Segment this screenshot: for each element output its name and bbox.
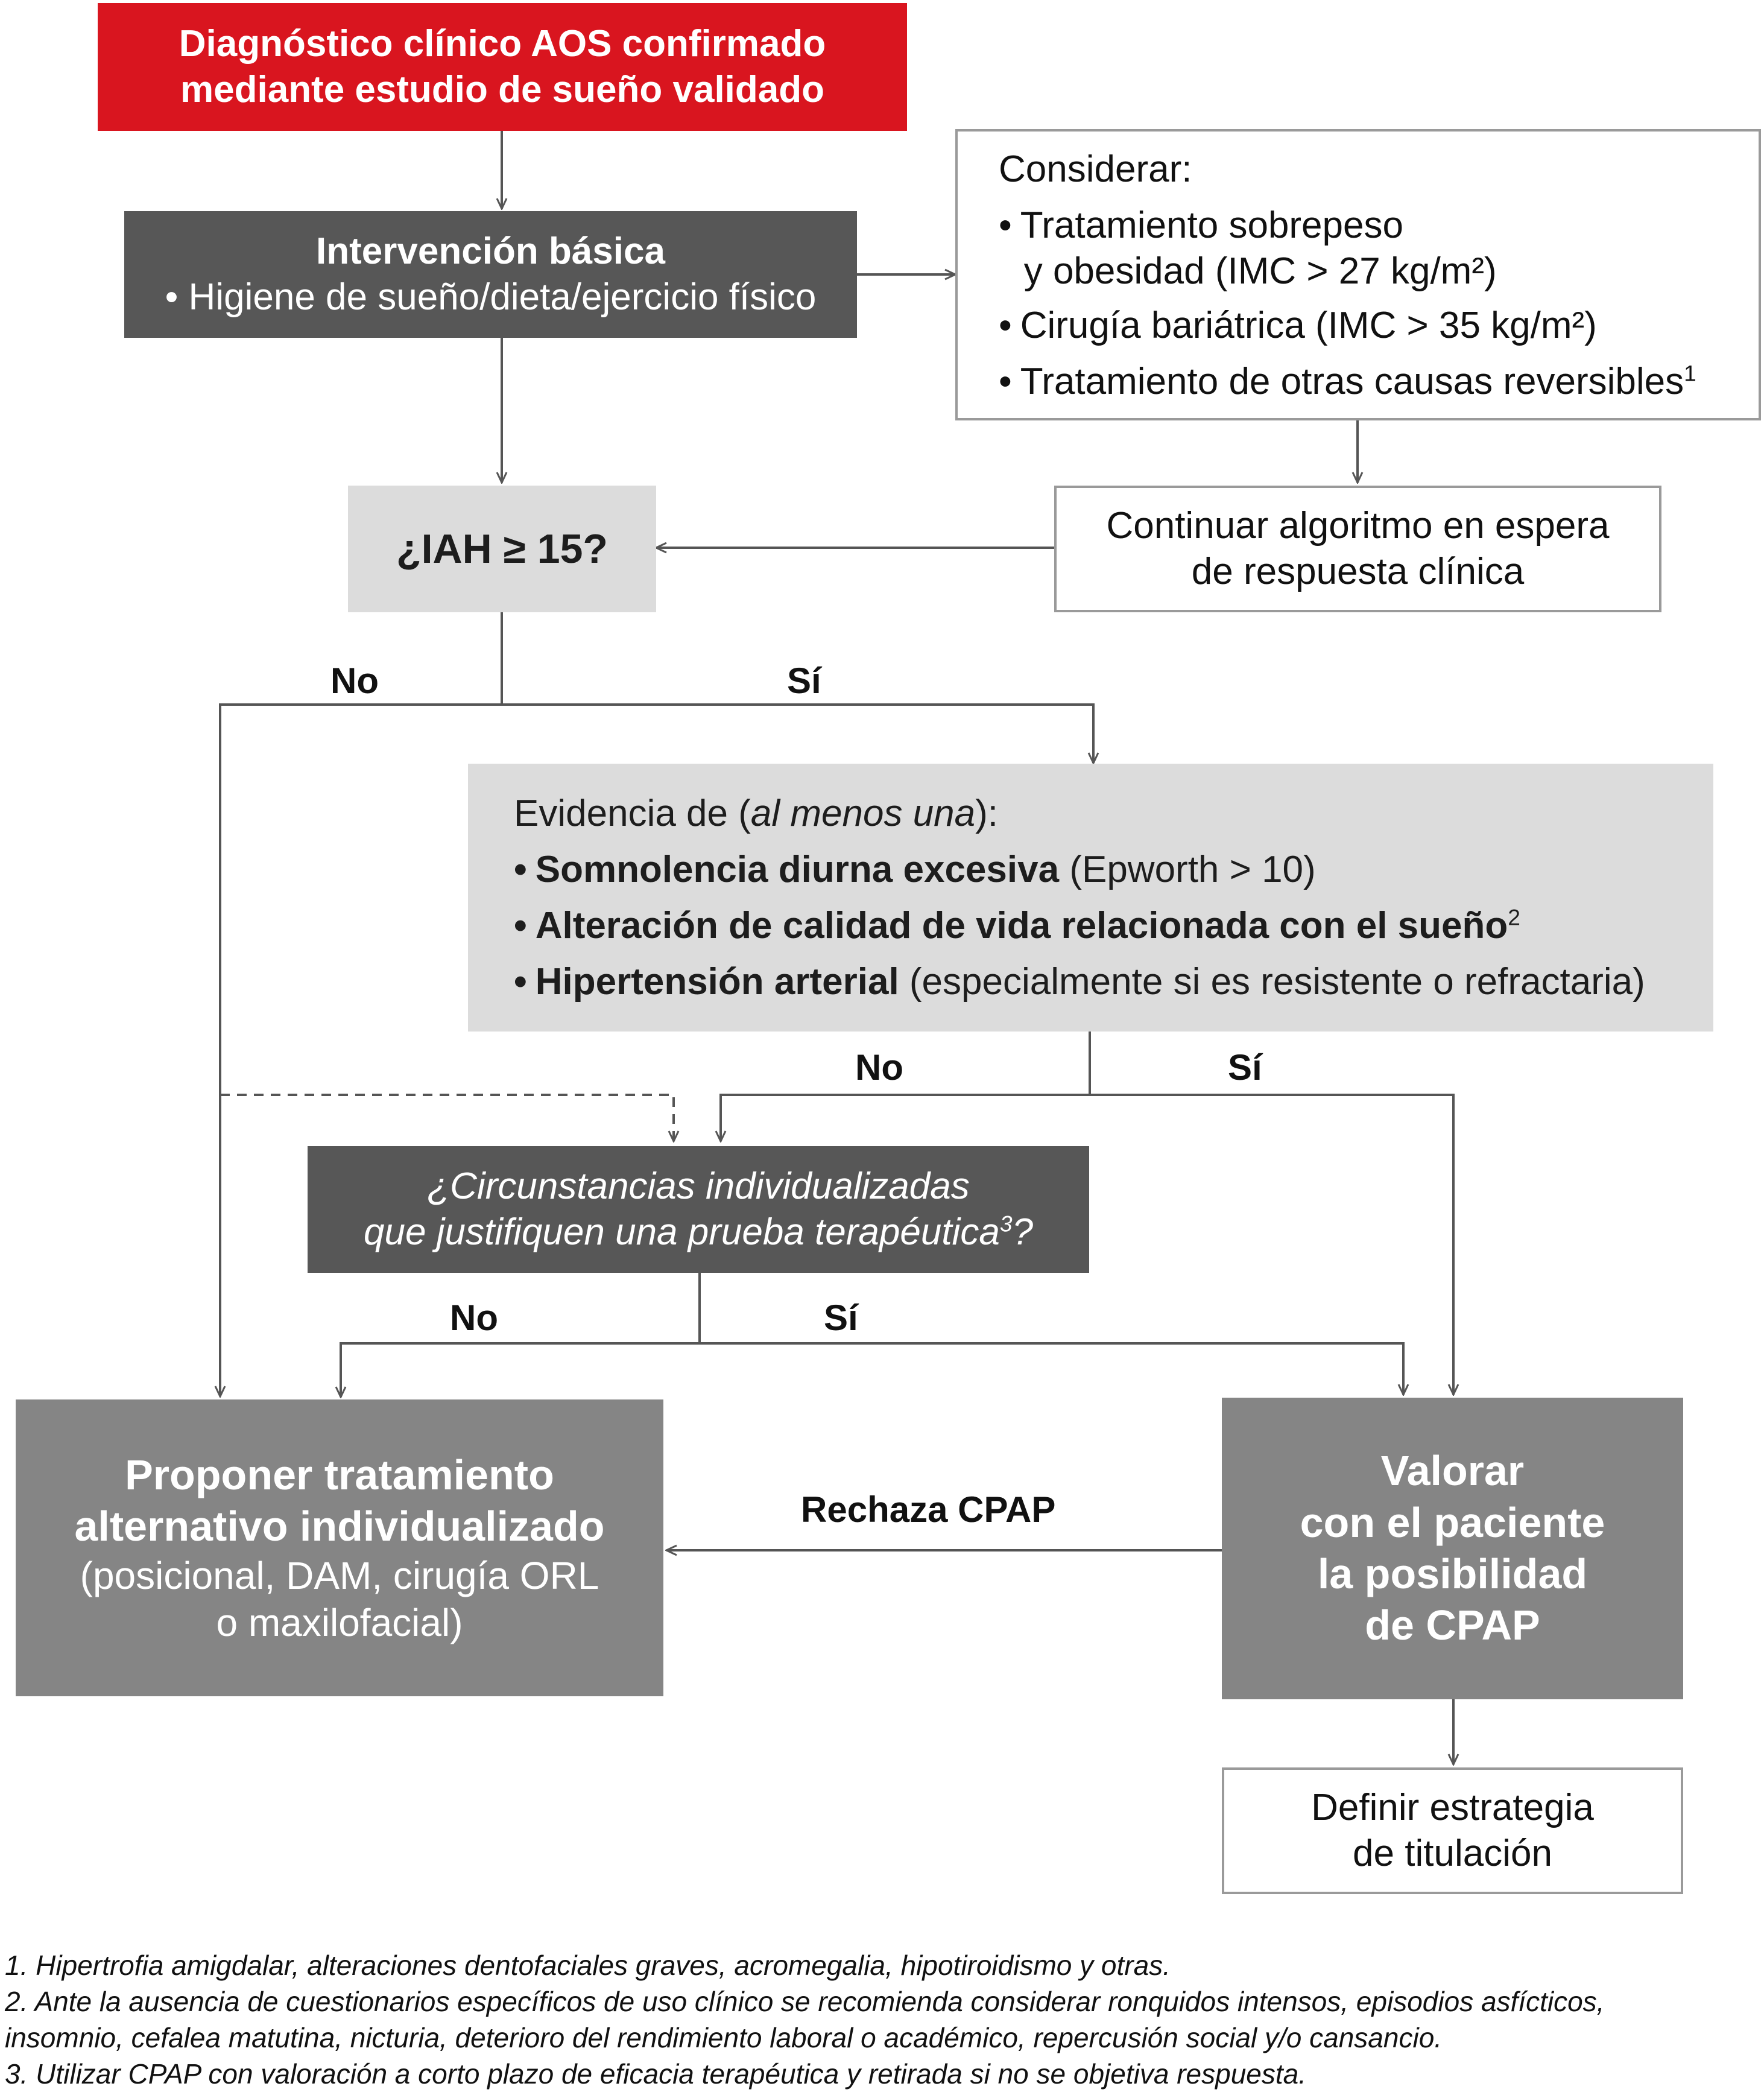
cpap-line-4: de CPAP [1365,1602,1540,1649]
arrow-evidence-yes [1090,1094,1453,1395]
arrow-circ-no [341,1342,700,1397]
bullet-dot: • [514,849,527,890]
evidence-item-3-rest: (especialmente si es resistente o refrac… [899,961,1645,1003]
evidence-item-2: • Alteración de calidad de vida relacion… [514,898,1520,954]
bullet-dot: • [999,204,1012,246]
dashed-arrow-to-circumstances [220,1094,674,1141]
bullet-dot: • [514,905,527,946]
iah-question-text: ¿IAH ≥ 15? [396,525,608,572]
footnote-3: 3. Utilizar CPAP con valoración a corto … [5,2058,1307,2090]
evidence-yes-label: Sí [1228,1047,1262,1088]
footnote-1: 1. Hipertrofia amigdalar, alteraciones d… [5,1950,1171,1981]
alternative-line-3: (posicional, DAM, cirugía ORL [80,1554,599,1598]
footnote-2b: insomnio, cefalea matutina, nicturia, de… [5,2022,1443,2053]
evidence-item-1: • Somnolencia diurna excesiva (Epworth >… [514,841,1316,898]
consider-item-3-label: Tratamiento de otras causas reversibles [1020,361,1684,403]
arrow-iah-no [220,703,502,1396]
evidence-box: Evidencia de (al menos una): • Somnolenc… [468,764,1713,1032]
cpap-line-3: la posibilidad [1317,1550,1588,1597]
titration-line-2: de titulación [1353,1833,1552,1874]
evidence-intro-b: ): [975,793,999,834]
titration-box: Definir estrategia de titulación [1222,1767,1683,1894]
circumstances-line-2: que justifiquen una prueba terapéutica3? [364,1209,1033,1255]
basic-intervention-box: Intervención básica • Higiene de sueño/d… [124,211,857,338]
bullet-dot: • [999,305,1012,347]
iah-no-label: No [330,661,379,701]
circumstances-line-2-end: ? [1012,1211,1033,1253]
cpap-box: Valorar con el paciente la posibilidad d… [1222,1398,1683,1699]
titration-line-1: Definir estrategia [1311,1787,1594,1829]
diagnosis-line-1: Diagnóstico clínico AOS confirmado [179,23,826,65]
iah-yes-label: Sí [787,661,821,701]
cpap-line-2: con el paciente [1300,1498,1605,1546]
continue-line-2: de respuesta clínica [1191,551,1525,592]
basic-intervention-title: Intervención básica [316,230,665,273]
evidence-intro: Evidencia de (al menos una): [514,785,998,841]
evidence-item-3-text: Hipertensión arterial (especialmente si … [536,954,1645,1010]
evidence-item-2-bold: Alteración de calidad de vida relacionad… [535,905,1508,946]
cpap-line-1: Valorar [1380,1447,1525,1495]
arrow-iah-yes [502,703,1093,763]
evidence-item-2-text: Alteración de calidad de vida relacionad… [536,898,1520,954]
circumstances-box: ¿Circunstancias individualizadas que jus… [308,1146,1089,1273]
rejects-cpap-label: Rechaza CPAP [801,1489,1056,1530]
alternative-line-4: o maxilofacial) [216,1601,463,1645]
circumstances-line-1: ¿Circunstancias individualizadas [427,1165,970,1208]
consider-item-1-line-1: Tratamiento sobrepeso [1020,204,1403,246]
consider-item-2: • Cirugía bariátrica (IMC > 35 kg/m²) [999,297,1597,353]
footnote-ref-3: 3 [999,1211,1013,1237]
evidence-intro-italic: al menos una [750,793,976,834]
alternative-treatment-box: Proponer tratamiento alternativo individ… [16,1399,663,1696]
consider-item-2-text: Cirugía bariátrica (IMC > 35 kg/m²) [1020,305,1597,347]
iah-question-box: ¿IAH ≥ 15? [348,486,656,612]
basic-intervention-bullet: • Higiene de sueño/dieta/ejercicio físic… [165,276,817,318]
consider-item-3-text: Tratamiento de otras causas reversibles1 [1020,353,1696,410]
alternative-line-1: Proponer tratamiento [125,1451,554,1498]
consider-title: Considerar: [999,148,1192,190]
consider-box: Considerar: • Tratamiento sobrepeso y ob… [955,129,1761,420]
arrow-circ-yes [700,1342,1403,1395]
footnote-ref-1: 1 [1684,360,1696,386]
circumstances-yes-label: Sí [824,1298,858,1338]
continue-box: Continuar algoritmo en espera de respues… [1054,486,1661,612]
alternative-line-2: alternativo individualizado [74,1502,605,1550]
evidence-intro-a: Evidencia de ( [514,793,751,834]
evidence-item-3-bold: Hipertensión arterial [535,961,899,1003]
footnotes: 1. Hipertrofia amigdalar, alteraciones d… [5,1947,1760,2092]
footnote-ref-2: 2 [1508,904,1520,930]
arrow-evidence-no [721,1094,1090,1141]
diagnosis-line-2: mediante estudio de sueño validado [180,69,824,110]
diagnosis-box: Diagnóstico clínico AOS confirmado media… [98,3,907,131]
evidence-item-1-text: Somnolencia diurna excesiva (Epworth > 1… [536,841,1316,898]
evidence-item-1-bold: Somnolencia diurna excesiva [535,849,1060,890]
consider-item-1: • Tratamiento sobrepeso y obesidad (IMC … [999,197,1497,294]
evidence-item-3: • Hipertensión arterial (especialmente s… [514,954,1645,1010]
consider-item-1-line-2: y obesidad (IMC > 27 kg/m²) [1023,250,1497,292]
evidence-no-label: No [855,1047,903,1088]
consider-item-3: • Tratamiento de otras causas reversible… [999,353,1696,410]
basic-intervention-bullet-text: Higiene de sueño/dieta/ejercicio físico [188,276,817,318]
circumstances-line-2-text: que justifiquen una prueba terapéutica [364,1211,1000,1253]
footnote-2a: 2. Ante la ausencia de cuestionarios esp… [5,1986,1605,2017]
bullet-dot: • [514,961,527,1003]
continue-line-1: Continuar algoritmo en espera [1106,505,1610,547]
bullet-dot: • [999,361,1012,403]
circumstances-no-label: No [450,1298,498,1338]
evidence-item-1-rest: (Epworth > 10) [1059,849,1316,890]
consider-item-1-text: Tratamiento sobrepeso y obesidad (IMC > … [1020,203,1497,294]
